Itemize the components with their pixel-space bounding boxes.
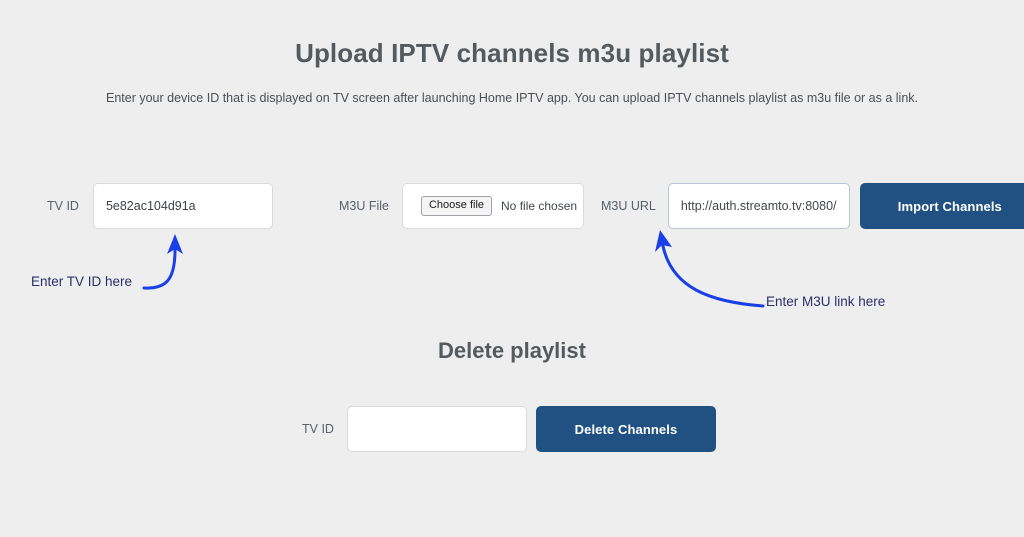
annotation-m3u-url-text: Enter M3U link here [766,294,886,309]
file-status-text: No file chosen [501,199,578,213]
delete-channels-button[interactable]: Delete Channels [535,406,716,452]
upload-form-row: TV ID M3U File Choose file No file chose… [47,183,1024,229]
delete-tv-id-input[interactable] [346,406,527,452]
choose-file-button[interactable]: Choose file [420,196,493,216]
arrow-to-m3u-url-icon [655,230,765,308]
m3u-url-input[interactable] [667,183,850,229]
import-channels-button[interactable]: Import Channels [859,183,1024,229]
delete-playlist-title: Delete playlist [438,338,586,363]
page-title: Upload IPTV channels m3u playlist [295,38,729,68]
tv-id-input[interactable] [92,183,273,229]
delete-tv-id-label: TV ID [302,422,334,436]
tv-id-label: TV ID [47,199,79,213]
page-subtitle: Enter your device ID that is displayed o… [105,91,919,105]
arrow-to-tv-id-icon [142,234,183,290]
m3u-file-input[interactable]: Choose file No file chosen [401,183,584,229]
m3u-file-label: M3U File [338,199,389,213]
m3u-url-label: M3U URL [600,199,656,213]
delete-form-row: TV ID Delete Channels [302,406,716,452]
annotation-tv-id-text: Enter TV ID here [31,274,133,289]
